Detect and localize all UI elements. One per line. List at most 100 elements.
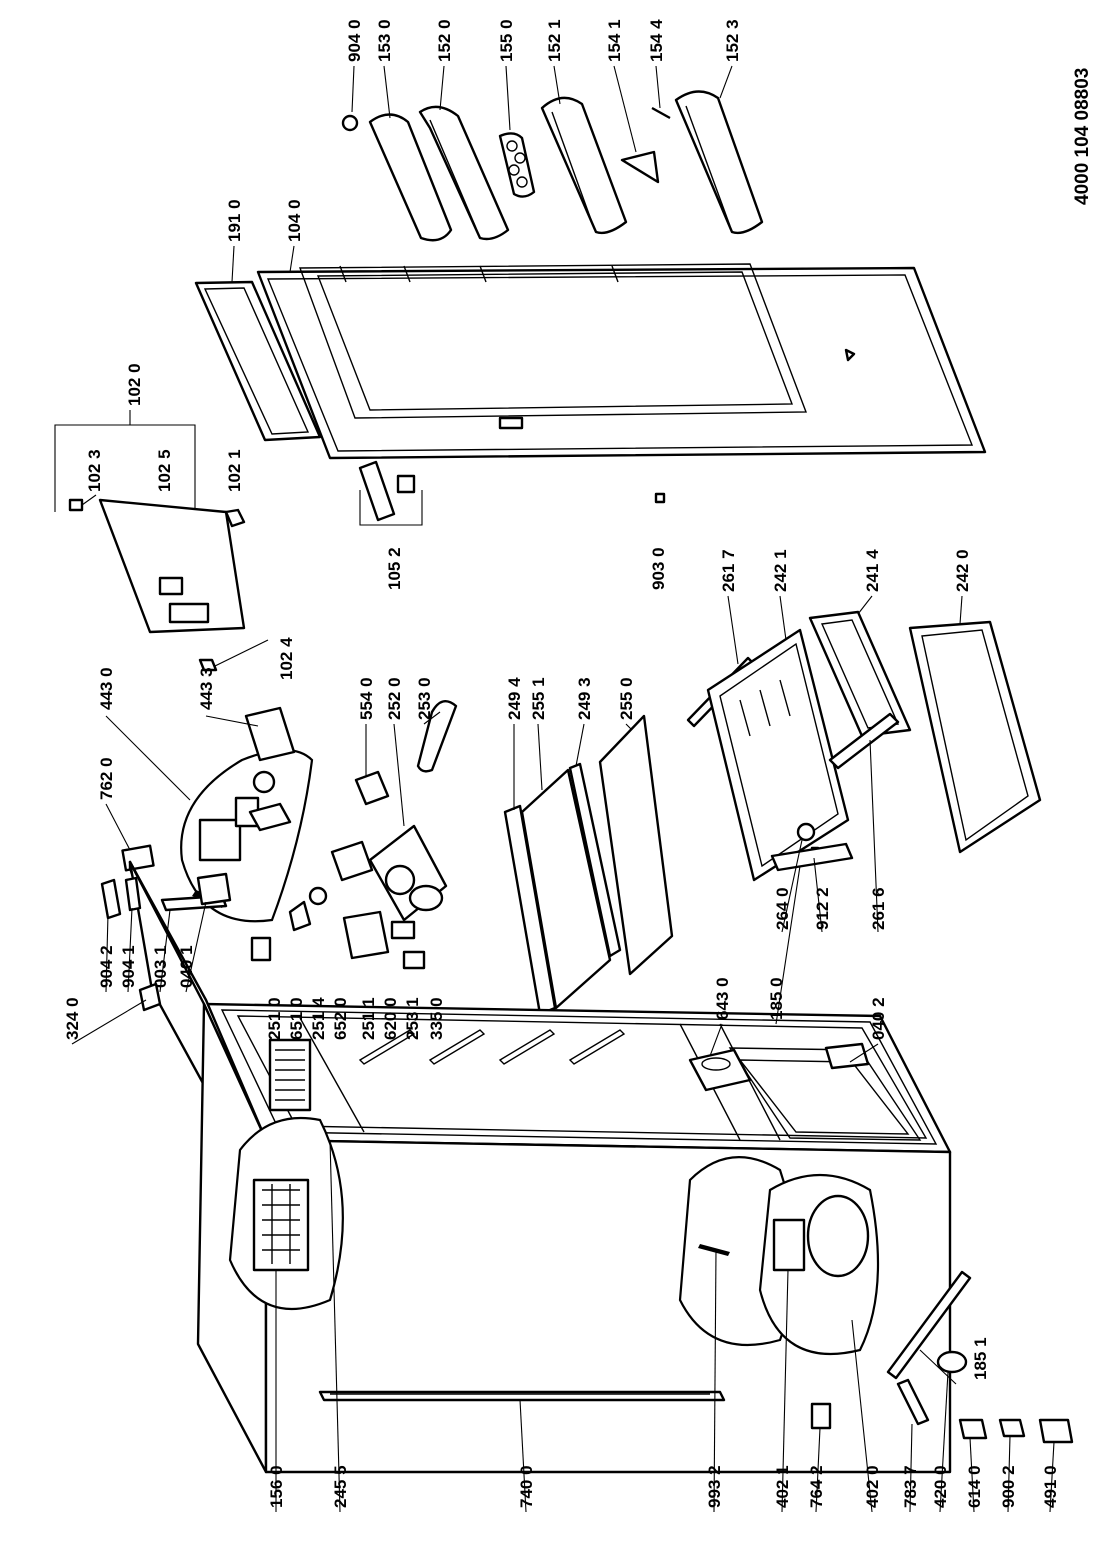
drawer-cover-241-4 — [808, 610, 912, 738]
door-balcony-152-0 — [418, 105, 510, 241]
wheel-264-0 — [796, 822, 816, 842]
egg-tray-155-0 — [498, 132, 536, 198]
part-783-7 — [896, 1378, 930, 1426]
label-154-1: 154 1 — [605, 19, 624, 62]
label-252-0: 252 0 — [385, 677, 404, 720]
part-900-2 — [998, 1418, 1026, 1438]
part-251-0 — [250, 936, 272, 962]
part-251-1 — [342, 910, 390, 960]
cabinet — [128, 860, 952, 1474]
label-245-5: 245 5 — [331, 1465, 350, 1508]
label-040-1: 040 1 — [177, 945, 196, 988]
document-number: 4000 104 08803 — [1072, 68, 1093, 205]
hinge-105-2 — [358, 460, 423, 526]
rail-261-6 — [828, 712, 900, 770]
label-153-0: 153 0 — [375, 19, 394, 62]
label-253-0: 253 0 — [415, 677, 434, 720]
bracket-040-2 — [824, 1042, 870, 1070]
glass-shelf-255-1 — [520, 768, 612, 1010]
label-491-0: 491 0 — [1041, 1465, 1060, 1508]
label-420-0: 420 0 — [931, 1465, 950, 1508]
label-185-1: 185 1 — [971, 1337, 990, 1380]
door-balcony-152-3 — [674, 90, 764, 235]
label-249-4: 249 4 — [505, 677, 524, 720]
label-764-2: 764 2 — [807, 1465, 826, 1508]
drawers — [686, 610, 1042, 882]
label-740-0: 740 0 — [517, 1465, 536, 1508]
label-903-0: 903 0 — [649, 547, 668, 590]
top-cover-assembly — [54, 410, 269, 672]
label-264-0: 264 0 — [773, 887, 792, 930]
part-651-0 — [288, 900, 312, 932]
label-324-0: 324 0 — [63, 997, 82, 1040]
part-762-0 — [121, 844, 155, 872]
label-651-0: 651 0 — [287, 997, 306, 1040]
label-261-6: 261 6 — [869, 887, 888, 930]
label-102-0: 102 0 — [125, 363, 144, 406]
label-255-1: 255 1 — [529, 677, 548, 720]
label-652-0: 652 0 — [331, 997, 350, 1040]
label-762-0: 762 0 — [97, 757, 116, 800]
label-443-3: 443 3 — [197, 667, 216, 710]
part-614-0 — [958, 1418, 988, 1440]
relay-402-1 — [772, 1218, 806, 1272]
glass-shelf-255-0 — [598, 714, 674, 976]
control-panel-443-3 — [244, 706, 296, 762]
part-554-0 — [354, 770, 390, 806]
label-554-0: 554 0 — [357, 677, 376, 720]
handle-253-0 — [416, 700, 458, 773]
label-102-1: 102 1 — [225, 449, 244, 492]
label-335-0: 335 0 — [427, 997, 446, 1040]
label-253-1: 253 1 — [403, 997, 422, 1040]
label-155-0: 155 0 — [497, 19, 516, 62]
label-102-4: 102 4 — [277, 637, 296, 680]
rail-185-1 — [886, 1270, 972, 1380]
door-balcony-152-1 — [540, 96, 628, 235]
label-241-4: 241 4 — [863, 549, 882, 592]
door-top-strip — [194, 280, 322, 442]
part-324-0 — [138, 982, 162, 1012]
freezer-drawer-242-0 — [908, 620, 1042, 854]
label-402-0: 402 0 — [863, 1465, 882, 1508]
label-105-2: 105 2 — [385, 547, 404, 590]
screw-903-0 — [654, 492, 666, 504]
label-614-0: 614 0 — [965, 1465, 984, 1508]
label-643-0: 643 0 — [713, 977, 732, 1020]
label-912-2: 912 2 — [813, 887, 832, 930]
part-253-1 — [402, 950, 426, 970]
button-part-904-0 — [341, 114, 359, 132]
door-shelves — [341, 90, 764, 242]
part-652-0 — [330, 840, 374, 882]
label-154-4: 154 4 — [647, 19, 666, 62]
label-261-7: 261 7 — [719, 549, 738, 592]
label-443-0: 443 0 — [97, 667, 116, 710]
label-251-0: 251 0 — [265, 997, 284, 1040]
control-group — [121, 700, 458, 970]
label-102-5: 102 5 — [155, 449, 174, 492]
label-102-3: 102 3 — [85, 449, 104, 492]
ice-tray-156-0 — [252, 1178, 310, 1272]
part-420-0 — [936, 1350, 968, 1374]
label-191-0: 191 0 — [225, 199, 244, 242]
rod-154-4 — [651, 106, 671, 120]
label-242-1: 242 1 — [771, 549, 790, 592]
bracket-040-1 — [196, 872, 232, 906]
label-251-1: 251 1 — [359, 997, 378, 1040]
part-764-2 — [810, 1402, 832, 1430]
part-620-0 — [390, 920, 416, 940]
label-003-1: 003 1 — [151, 945, 170, 988]
leader-lines — [71, 65, 1055, 1513]
label-620-0: 620 0 — [381, 997, 400, 1040]
part-904-1 — [124, 876, 142, 912]
door-assembly — [256, 263, 987, 460]
part-335-0 — [408, 884, 444, 912]
label-255-0: 255 0 — [617, 677, 636, 720]
glass-shelves — [503, 714, 674, 1016]
label-152-3: 152 3 — [723, 19, 742, 62]
label-152-0: 152 0 — [435, 19, 454, 62]
evaporator — [268, 1038, 312, 1112]
label-904-1: 904 1 — [119, 945, 138, 988]
door-cover-153-0 — [368, 113, 453, 242]
part-251-4 — [308, 886, 328, 906]
